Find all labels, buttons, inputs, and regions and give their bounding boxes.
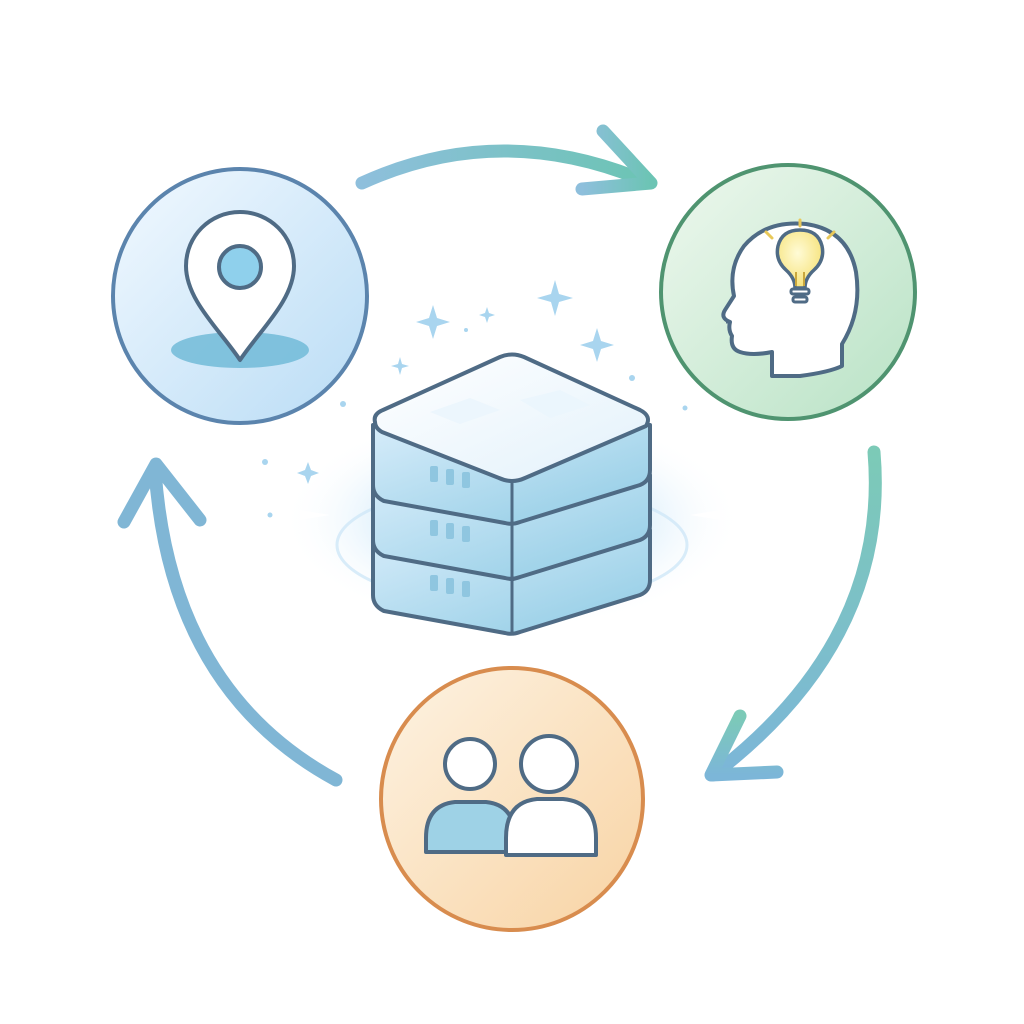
map-pin-icon — [184, 210, 296, 362]
user-front-icon — [504, 734, 598, 857]
insight-node[interactable] — [659, 163, 917, 421]
people-node[interactable] — [379, 666, 645, 932]
user-back-icon — [424, 737, 517, 854]
head-lightbulb-icon — [721, 218, 860, 378]
arrow-location-to-insight — [355, 124, 658, 196]
arrow-people-to-location — [117, 457, 343, 787]
location-node[interactable] — [111, 167, 369, 425]
users-icon — [424, 734, 598, 857]
arrow-insight-to-people — [704, 445, 882, 782]
sparkle-icon — [262, 280, 688, 518]
database-stack-icon — [262, 280, 742, 636]
database-tier-top — [371, 352, 652, 526]
lightbulb-icon — [764, 218, 836, 304]
